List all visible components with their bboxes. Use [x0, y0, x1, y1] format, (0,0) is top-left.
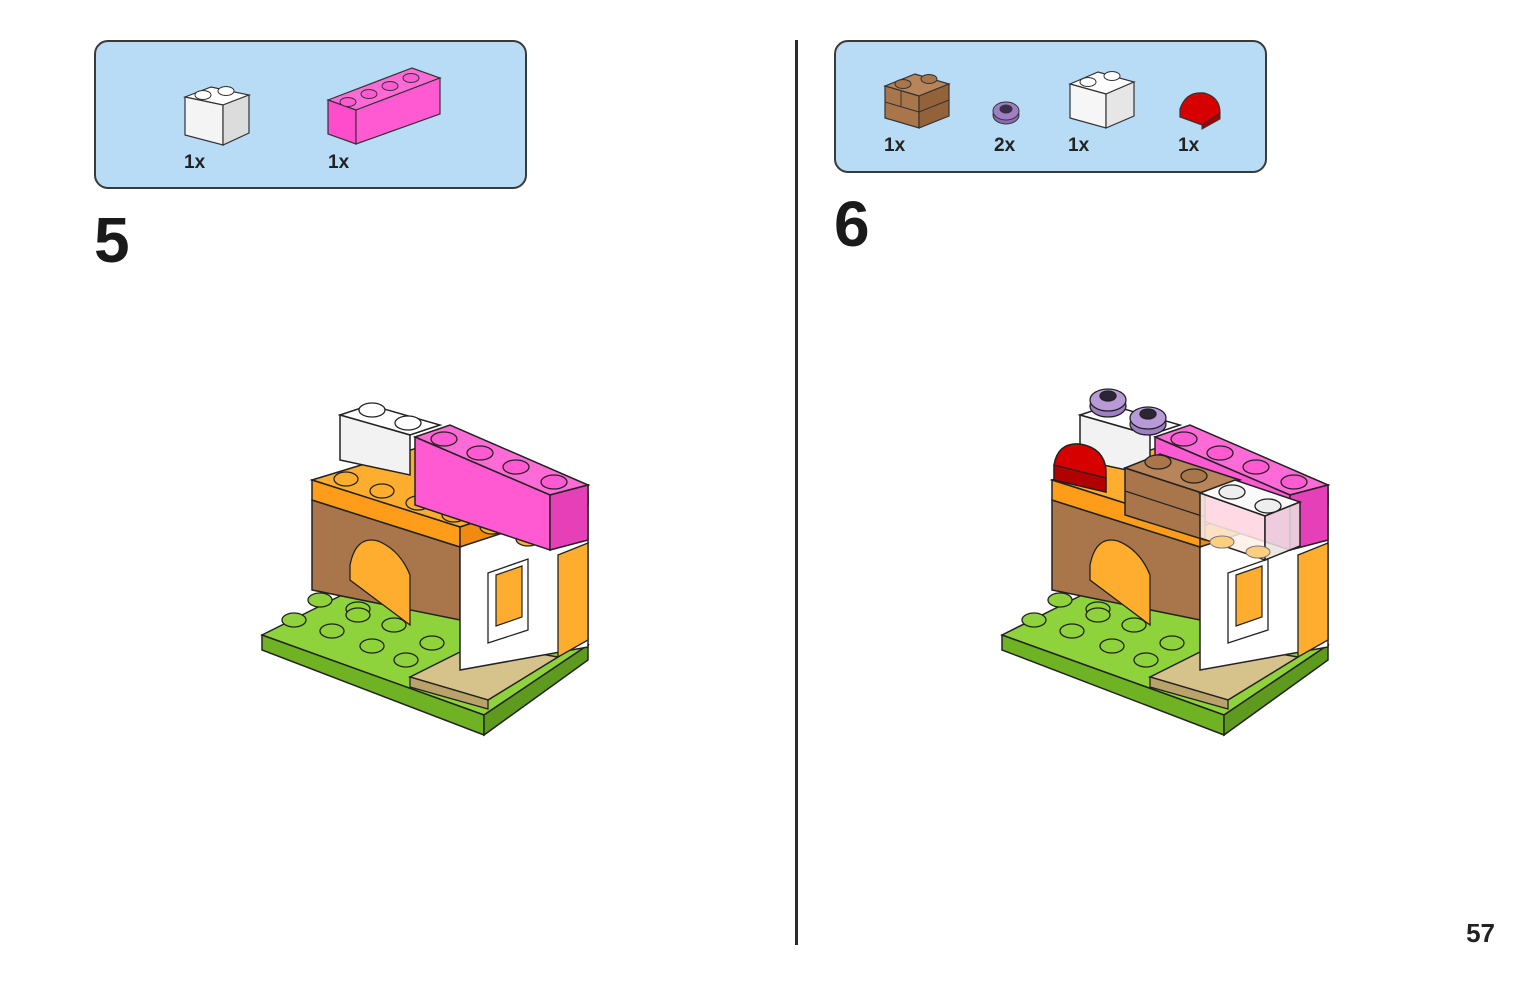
step-number: 6 — [834, 188, 870, 260]
part-quantity: 1x — [884, 135, 906, 156]
pink-brick-1x4-icon — [326, 62, 446, 147]
transparent-brick-1x2-icon — [1066, 62, 1136, 130]
page-number: 57 — [1466, 918, 1495, 948]
assembled-model-step-5 — [260, 395, 591, 740]
part-quantity: 1x — [1068, 135, 1090, 156]
part-quantity: 2x — [994, 135, 1016, 156]
assembled-model-step-6 — [1000, 380, 1331, 740]
page-divider — [795, 40, 798, 945]
parts-list-step-6: 1x 2x 1x 1x — [834, 40, 1267, 173]
part-quantity: 1x — [184, 152, 206, 173]
part-quantity: 1x — [328, 152, 350, 173]
white-brick-1x2-icon — [181, 77, 252, 147]
part-quantity: 1x — [1178, 135, 1200, 156]
step-number: 5 — [94, 204, 130, 276]
parts-list-step-5: 1x 1x — [94, 40, 527, 189]
brown-masonry-brick-1x2-icon — [881, 64, 951, 130]
red-curved-slope-icon — [1176, 87, 1222, 130]
purple-flower-plate-icon — [991, 97, 1021, 127]
